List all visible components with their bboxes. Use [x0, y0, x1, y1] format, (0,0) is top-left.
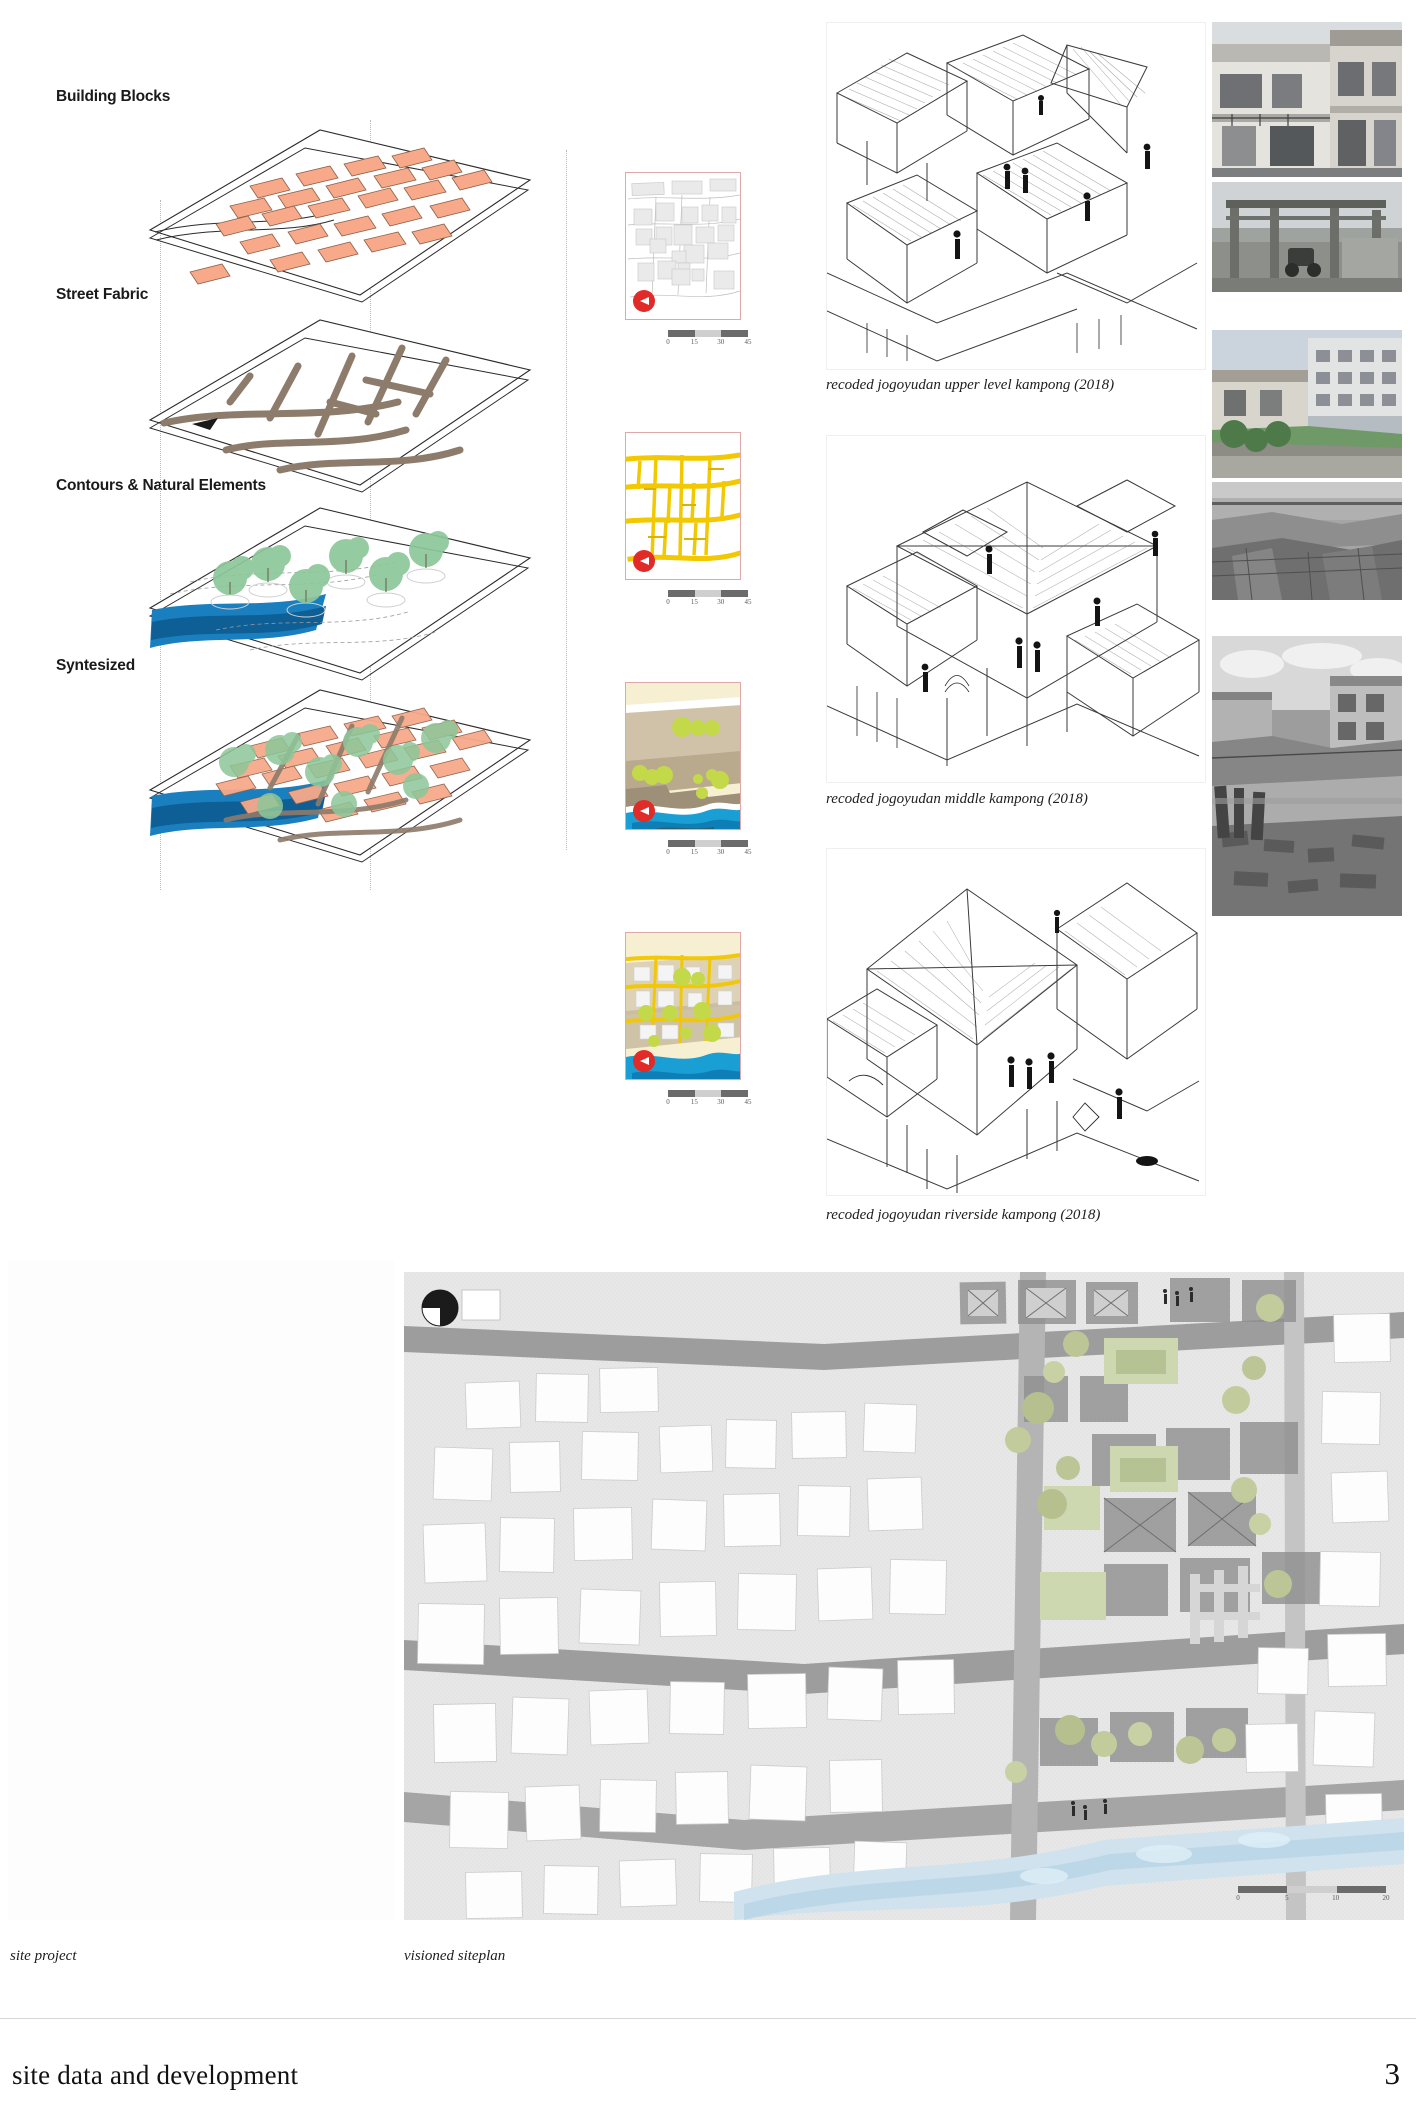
scale-tick: 30 [717, 338, 725, 346]
photo-3-svg [1212, 330, 1402, 478]
sketch-caption-middle: recoded jogoyudan middle kampong (2018) [826, 791, 1088, 807]
map-card-contours-natural[interactable] [625, 682, 741, 830]
scale-tick: 0 [666, 338, 670, 346]
isometric-building-blocks [130, 120, 550, 320]
footer-divider [0, 2018, 1416, 2019]
scale-tick: 15 [690, 848, 698, 856]
iso-plate-streets-svg [148, 319, 532, 493]
scalebar-syntesized: 0 15 30 45 [666, 1090, 752, 1109]
layer-label-street-fabric: Street Fabric [56, 286, 149, 303]
photo-upper-kampong-house [1212, 22, 1402, 177]
map-card-building-blocks[interactable] [625, 172, 741, 320]
photo-4-svg [1212, 482, 1402, 600]
scale-tick: 15 [690, 338, 698, 346]
photo-middle-kampong-street [1212, 330, 1402, 478]
caption-site-project: site project [10, 1948, 77, 1964]
scale-tick: 15 [690, 598, 698, 606]
footer-title: site data and development [12, 2060, 299, 2090]
map-card-syntesized[interactable] [625, 932, 741, 1080]
scalebar-street-fabric: 0 15 30 45 [666, 590, 752, 609]
scale-tick: 20 [1382, 1894, 1390, 1902]
isometric-syntesized [130, 680, 560, 910]
scale-tick: 30 [717, 598, 725, 606]
photo-riverside-kampong [1212, 636, 1402, 916]
footer-page-number: 3 [1384, 2056, 1401, 2091]
iso-plate-blocks-svg [148, 129, 532, 303]
layer-label-syntesized: Syntesized [56, 657, 135, 674]
sketch-upper-level-kampong [826, 22, 1206, 370]
scale-tick: 30 [717, 1098, 725, 1106]
map-card-street-fabric[interactable] [625, 432, 741, 580]
photo-middle-kampong-slope [1212, 482, 1402, 600]
north-arrow-icon [633, 800, 655, 822]
scalebar-building-blocks: 0 15 30 45 [666, 330, 752, 349]
scale-tick: 15 [690, 1098, 698, 1106]
panel-site-project [8, 1260, 394, 1920]
scale-tick: 0 [1236, 1894, 1240, 1902]
alignment-guide-left [160, 200, 161, 890]
isometric-street-fabric [130, 310, 550, 510]
sketch-riverside-kampong [826, 848, 1206, 1196]
scale-tick: 5 [1285, 1894, 1289, 1902]
layer-label-contours-natural: Contours & Natural Elements [56, 477, 266, 494]
photo-5-svg [1212, 636, 1402, 916]
scale-tick: 10 [1332, 1894, 1340, 1902]
isometric-contours-natural [130, 498, 550, 708]
iso-plate-synth-svg [148, 689, 532, 863]
north-arrow-icon [633, 1050, 655, 1072]
scale-tick: 45 [744, 598, 752, 606]
scale-tick: 0 [666, 598, 670, 606]
sketch-caption-riverside: recoded jogoyudan riverside kampong (201… [826, 1207, 1101, 1223]
axo-background [8, 1260, 394, 1920]
photo-upper-kampong-gate [1212, 182, 1402, 292]
north-arrow-icon [633, 550, 655, 572]
alignment-guide-right [566, 150, 567, 850]
iso-plate-contours-svg [148, 507, 532, 681]
scale-tick: 0 [666, 848, 670, 856]
scale-tick: 0 [666, 1098, 670, 1106]
sketch-upper-svg [827, 23, 1205, 369]
sketch-caption-upper: recoded jogoyudan upper level kampong (2… [826, 377, 1115, 393]
layer-label-building-blocks: Building Blocks [56, 88, 171, 105]
photo-2-svg [1212, 182, 1402, 292]
alignment-guide-mid [370, 120, 371, 890]
north-arrow-icon [633, 290, 655, 312]
scalebar-contours-natural: 0 15 30 45 [666, 840, 752, 859]
photo-1-svg [1212, 22, 1402, 177]
scale-tick: 45 [744, 848, 752, 856]
sketch-riverside-svg [827, 849, 1205, 1195]
siteplan-svg [404, 1272, 1404, 1920]
scale-tick: 45 [744, 1098, 752, 1106]
sketch-middle-kampong [826, 435, 1206, 783]
scale-tick: 30 [717, 848, 725, 856]
panel-visioned-siteplan [404, 1272, 1404, 1920]
scalebar-siteplan: 0 5 10 20 [1236, 1886, 1390, 1905]
caption-visioned-siteplan: visioned siteplan [404, 1948, 506, 1964]
scale-tick: 45 [744, 338, 752, 346]
sketch-middle-svg [827, 436, 1205, 782]
